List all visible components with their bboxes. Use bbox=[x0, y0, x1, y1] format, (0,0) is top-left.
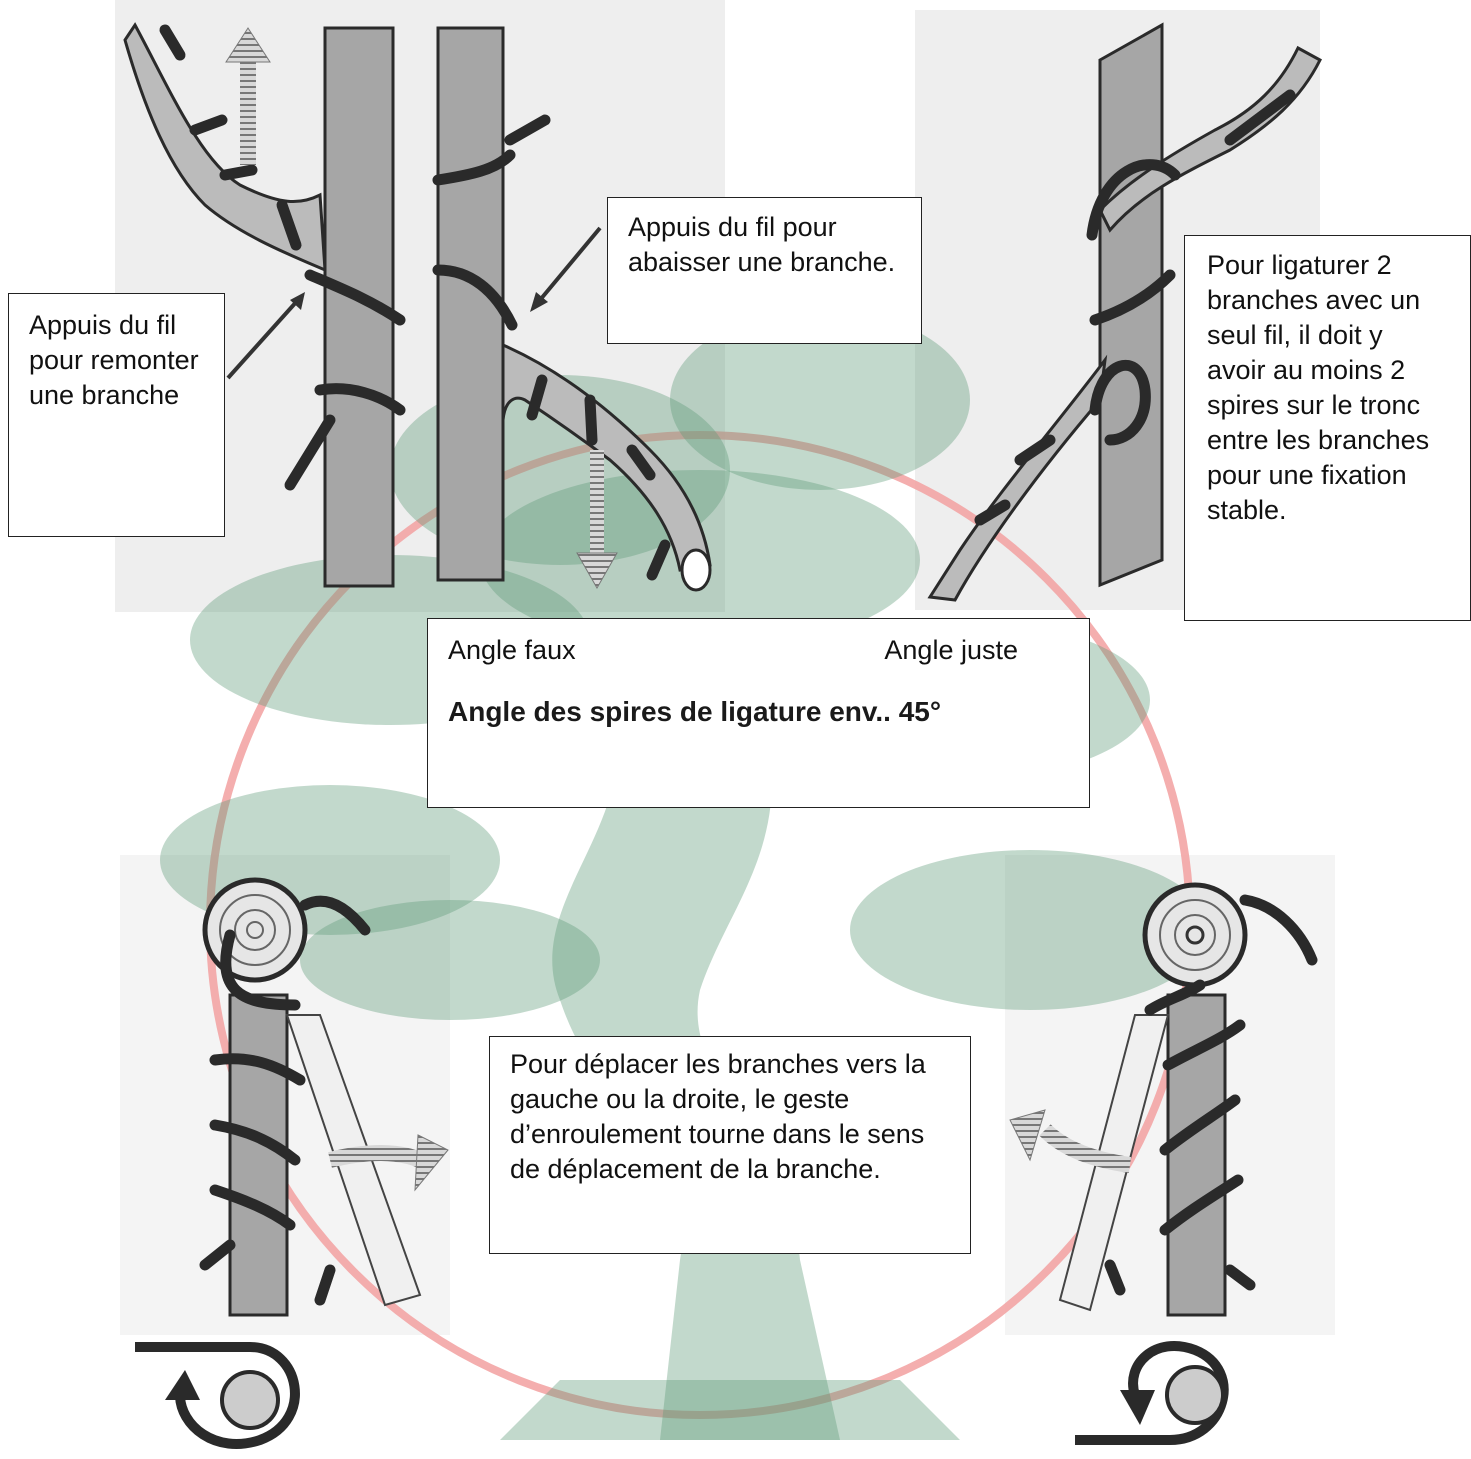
callout-move-branches: Pour déplacer les branches vers la gauch… bbox=[489, 1036, 971, 1254]
raise-branch-text: Appuis du fil pour remonter une branche bbox=[29, 308, 204, 413]
callout-raise-branch: Appuis du fil pour remonter une branche bbox=[8, 293, 225, 537]
rotate-clockwise-icon bbox=[1075, 1346, 1224, 1440]
angle-false-label: Angle faux bbox=[448, 633, 576, 668]
callout-wire-angle: Angle faux Angle juste Angle des spires … bbox=[427, 618, 1090, 808]
move-branches-text: Pour déplacer les branches vers la gauch… bbox=[510, 1047, 950, 1187]
two-branches-text: Pour ligaturer 2 branches avec un seul f… bbox=[1207, 248, 1448, 528]
angle-title: Angle des spires de ligature env.. 45° bbox=[448, 694, 1069, 729]
angle-right-label: Angle juste bbox=[884, 633, 1018, 668]
rotate-counterclockwise-icon bbox=[135, 1347, 295, 1444]
callout-lower-branch: Appuis du fil pour abaisser une branche. bbox=[607, 197, 922, 344]
angle-labels-row: Angle faux Angle juste bbox=[448, 633, 1018, 668]
lower-branch-text: Appuis du fil pour abaisser une branche. bbox=[628, 210, 901, 280]
callout-two-branches: Pour ligaturer 2 branches avec un seul f… bbox=[1184, 235, 1471, 621]
